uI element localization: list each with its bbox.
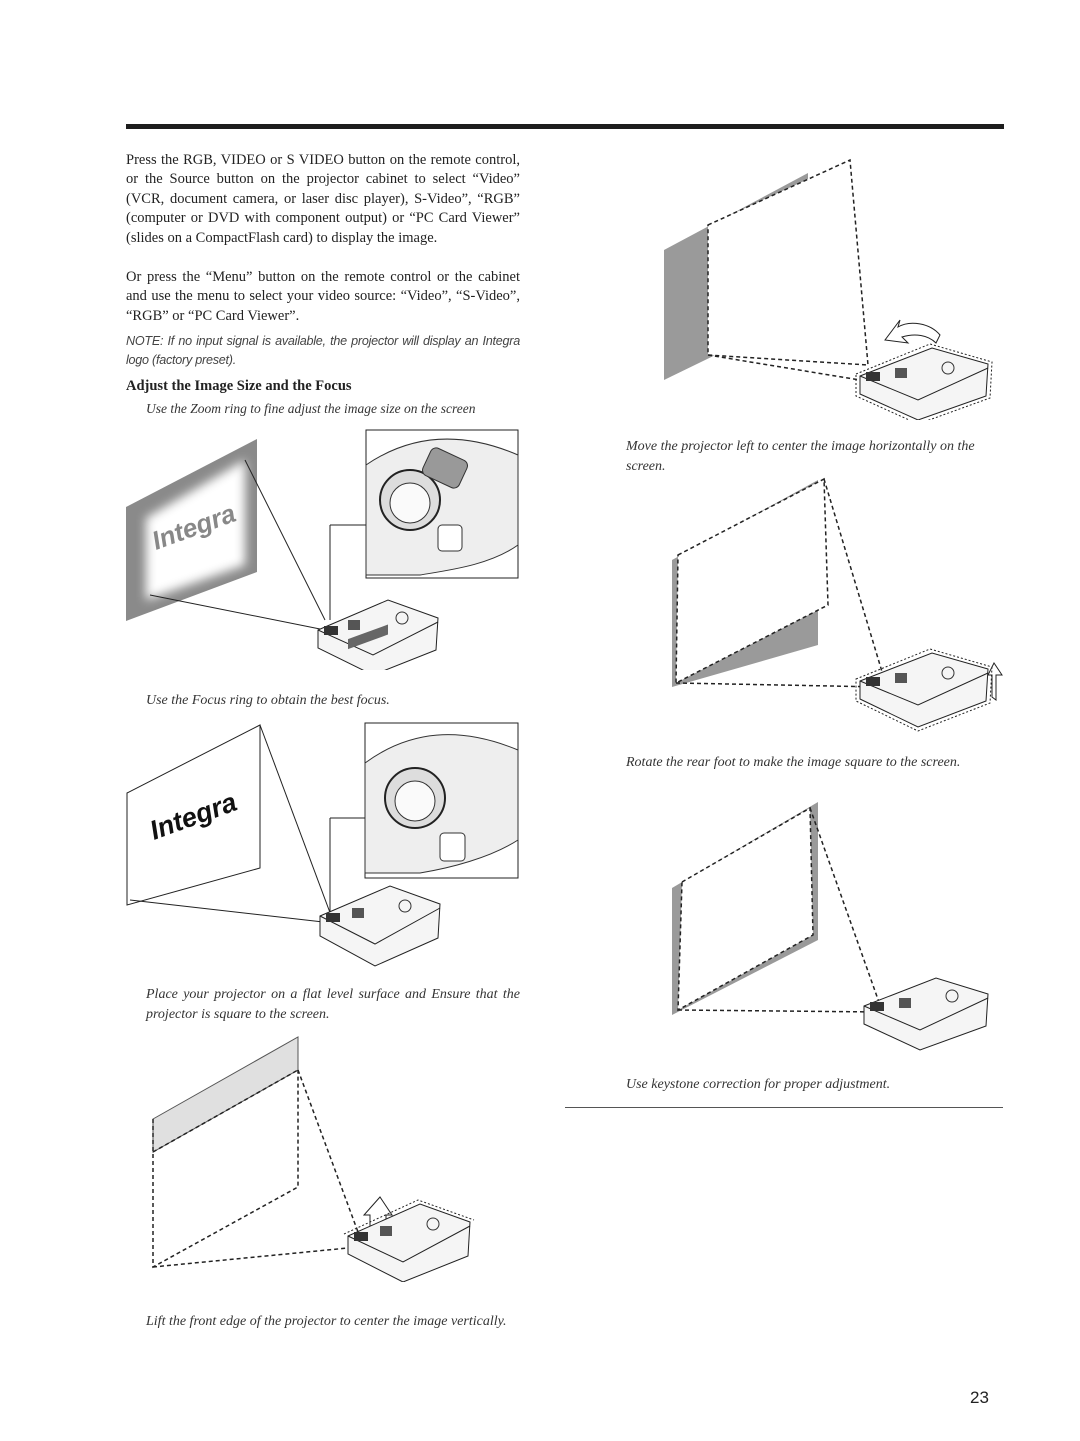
image-edge-dashed (152, 1070, 299, 1269)
beam-line (149, 594, 326, 631)
keystone-figure (672, 802, 989, 1051)
page-number: 23 (970, 1388, 989, 1407)
beam-dashed (809, 807, 881, 1006)
projector-icon (319, 885, 441, 967)
lens-glass (394, 780, 436, 822)
focus-caption: Use the Focus ring to obtain the best fo… (146, 693, 390, 708)
header-rule (126, 124, 1004, 129)
lift-caption: Lift the front edge of the projector to … (146, 1314, 507, 1329)
intro-paragraph-2: Or press the “Menu” button on the remote… (126, 269, 520, 324)
rotate-figure (672, 477, 1003, 732)
lift-figure (152, 1036, 475, 1282)
zoom-ring (422, 447, 468, 489)
beam-line (129, 899, 333, 924)
projector-icon (863, 977, 989, 1051)
input-note: NOTE: If no input signal is available, t… (126, 334, 520, 367)
intro-paragraph-1: Press the RGB, VIDEO or S VIDEO button o… (126, 152, 520, 246)
zoom-figure: Integra (126, 429, 519, 670)
button-closeup (437, 524, 463, 552)
beam-line (244, 459, 326, 621)
screen-grey (152, 1036, 299, 1153)
image-edge-dashed (675, 477, 829, 685)
button-closeup (439, 832, 466, 862)
keystone-caption: Use keystone correction for proper adjus… (626, 1077, 891, 1092)
projector-icon (855, 648, 993, 732)
lens-glass (389, 482, 431, 524)
rotate-caption: Rotate the rear foot to make the image s… (626, 755, 961, 770)
beam-dashed (677, 1009, 881, 1013)
section-heading: Adjust the Image Size and the Focus (126, 378, 352, 394)
place-caption: Place your projector on a flat level sur… (146, 987, 520, 1022)
image-edge-dashed (707, 158, 869, 366)
move-figure (664, 158, 993, 420)
focus-figure: Integra (126, 722, 519, 967)
projector-icon (343, 1199, 475, 1282)
beam-line (259, 724, 333, 919)
projector-icon (317, 599, 439, 670)
beam-dashed (297, 1069, 359, 1233)
move-caption: Move the projector left to center the im… (626, 439, 975, 474)
projector-icon (855, 343, 993, 420)
projected-image (146, 460, 245, 600)
zoom-caption: Use the Zoom ring to fine adjust the ima… (146, 401, 476, 416)
screen (126, 724, 261, 906)
left-arrow-icon (884, 319, 941, 344)
beam-dashed (675, 682, 884, 688)
beam-dashed (823, 478, 884, 676)
beam-dashed (707, 354, 879, 384)
image-edge-dashed (677, 806, 814, 1012)
rotate-arrow-icon (987, 662, 1003, 701)
beam-dashed (152, 1246, 359, 1268)
footer-rule (565, 1107, 1003, 1108)
